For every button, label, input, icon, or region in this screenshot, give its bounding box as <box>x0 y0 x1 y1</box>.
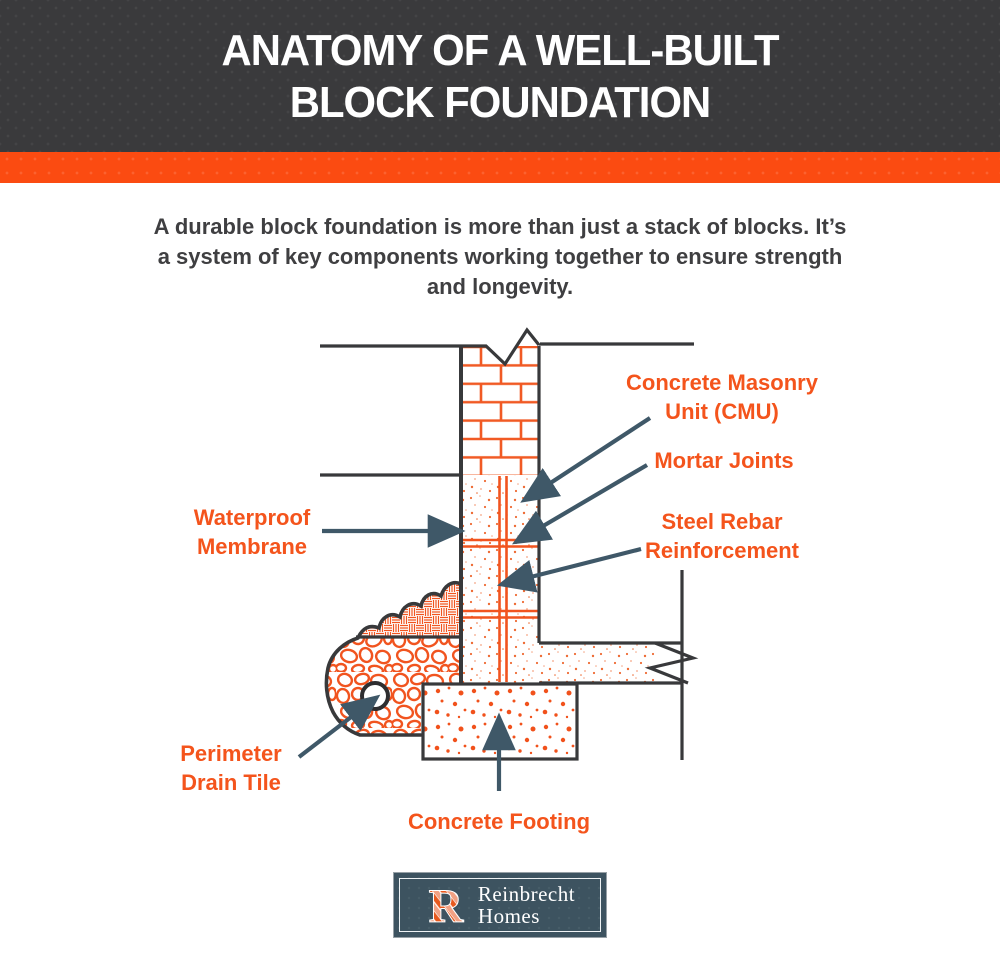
perimeter-drain-arrow <box>297 694 381 759</box>
intro-text: A durable block foundation is more than … <box>0 212 1000 302</box>
wall-break-notch <box>461 327 541 367</box>
label-waterproof-membrane: Waterproof Membrane <box>193 505 311 559</box>
cmu-arrow <box>520 416 652 503</box>
brand-monogram-icon: R <box>428 881 465 929</box>
svg-text:R: R <box>429 881 465 929</box>
brand-logo: R Reinbrecht Homes <box>393 872 607 938</box>
label-cmu: Concrete Masonry Unit (CMU) <box>626 370 818 424</box>
brick-veneer <box>461 346 539 475</box>
intro-line-2: a system of key components working toget… <box>157 244 843 269</box>
label-perimeter-drain: Perimeter Drain Tile <box>180 741 282 795</box>
foundation-wall <box>459 325 541 684</box>
intro-line-1: A durable block foundation is more than … <box>153 214 847 239</box>
title-line-1: ANATOMY OF A WELL-BUILT <box>221 26 779 75</box>
floor-slab <box>539 641 699 685</box>
callout-arrows <box>297 416 652 791</box>
title-line-2: BLOCK FOUNDATION <box>289 78 712 127</box>
brand-logo-frame: R Reinbrecht Homes <box>399 878 601 932</box>
page-title: ANATOMY OF A WELL-BUILT BLOCK FOUNDATION <box>25 0 975 129</box>
header-banner: ANATOMY OF A WELL-BUILT BLOCK FOUNDATION <box>0 0 1000 152</box>
label-steel-rebar: Steel Rebar Reinforcement <box>644 509 800 563</box>
waterproof-membrane-layer <box>356 580 463 640</box>
steel-rebar-arrow <box>496 546 642 593</box>
label-mortar-joints: Mortar Joints <box>654 448 794 473</box>
slab-break-symbol <box>644 641 699 685</box>
mortar-joints-arrow <box>511 463 649 545</box>
intro-line-3: and longevity. <box>426 274 574 299</box>
label-concrete-footing: Concrete Footing <box>407 809 591 834</box>
brand-name: Reinbrecht Homes <box>477 882 576 928</box>
accent-band <box>0 152 1000 183</box>
